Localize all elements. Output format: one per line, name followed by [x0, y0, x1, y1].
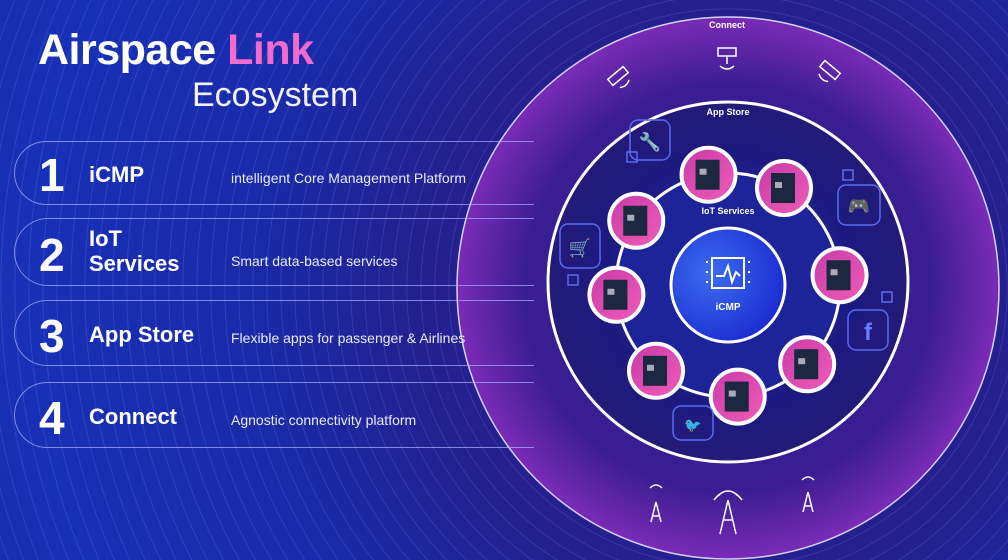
item-label: Connect	[89, 404, 177, 429]
antenna-icon	[801, 476, 815, 513]
list-item-iot-services: 2 IoT Services Smart data-based services	[14, 218, 534, 286]
satellite-icon	[606, 65, 630, 89]
iot-device-icon	[627, 341, 686, 400]
app-icons	[559, 119, 893, 441]
iot-device-icon	[607, 191, 666, 250]
item-description: intelligent Core Management Platform	[231, 170, 467, 186]
iot-device-icon	[810, 246, 869, 305]
item-description: Flexible apps for passenger & Airlines	[231, 330, 466, 346]
item-number: 3	[39, 310, 65, 362]
item-number: 2	[39, 229, 65, 281]
icmp-label: iCMP	[715, 302, 741, 313]
facebook-icon: f	[864, 319, 873, 346]
connect-label: Connect	[709, 20, 745, 30]
cart-icon: 🛒	[569, 237, 591, 258]
wrench-app-icon	[629, 119, 671, 161]
gamepad-app-icon	[837, 184, 881, 226]
twitter-icon: 🐦	[684, 417, 701, 433]
iot-services-label: IoT Services	[701, 206, 755, 216]
list-item-icmp: 1 iCMP intelligent Core Management Platf…	[14, 141, 534, 205]
title-airspace: Airspace	[38, 26, 216, 74]
app-store-label: App Store	[706, 107, 750, 117]
title-link: Link	[227, 26, 314, 74]
iot-device-icon	[708, 367, 767, 426]
iot-device-icon	[755, 159, 813, 218]
antenna-icon	[649, 484, 663, 523]
satellite-icons	[606, 47, 842, 89]
iot-device-icon	[679, 145, 738, 204]
iot-device-icon	[587, 265, 646, 324]
list-item-connect: 4 Connect Agnostic connectivity platform	[14, 382, 534, 448]
item-number: 4	[39, 392, 65, 444]
item-description: Agnostic connectivity platform	[231, 412, 417, 428]
antenna-icon	[713, 490, 743, 535]
chip-icon	[706, 257, 750, 289]
facebook-app-icon	[847, 309, 889, 351]
item-description: Smart data-based services	[231, 253, 398, 269]
gamepad-icon: 🎮	[848, 196, 870, 216]
item-label: IoT Services	[89, 226, 180, 276]
item-number: 1	[39, 149, 65, 201]
satellite-icon	[717, 47, 737, 70]
iot-device-icon	[778, 335, 837, 394]
page-subtitle: Ecosystem	[192, 76, 359, 114]
page-title: Airspace Link	[38, 26, 314, 75]
satellite-icon	[818, 59, 842, 83]
list-item-app-store: 3 App Store Flexible apps for passenger …	[14, 300, 534, 366]
cart-app-icon	[559, 223, 601, 269]
wrench-icon: 🔧	[639, 131, 661, 152]
icmp-core	[669, 226, 787, 344]
twitter-app-icon	[672, 405, 714, 441]
antenna-icons	[649, 476, 815, 535]
item-label: App Store	[89, 322, 195, 347]
item-label: iCMP	[89, 162, 144, 187]
